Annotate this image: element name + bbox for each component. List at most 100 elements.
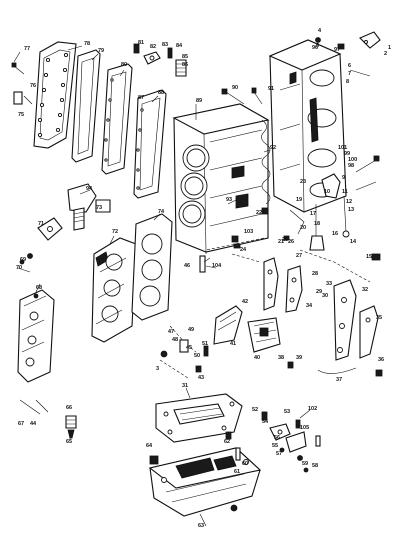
- callout-77: 77: [24, 46, 31, 52]
- callout-3: 3: [156, 366, 160, 372]
- callout-45: 45: [186, 345, 193, 351]
- callout-85: 85: [182, 54, 189, 60]
- callout-94: 94: [86, 186, 93, 192]
- callout-50: 50: [194, 353, 201, 359]
- callout-92: 92: [270, 145, 277, 151]
- callout-104: 104: [212, 263, 222, 269]
- callout-66: 66: [66, 405, 73, 411]
- callout-88: 88: [158, 90, 165, 96]
- callout-31: 31: [182, 383, 189, 389]
- callout-91: 91: [268, 86, 275, 92]
- callout-76: 76: [30, 83, 37, 89]
- callout-54: 54: [262, 419, 269, 425]
- callout-42: 42: [242, 299, 249, 305]
- callout-47: 47: [168, 329, 175, 335]
- callout-5: 5: [316, 43, 320, 49]
- callout-40: 40: [254, 355, 261, 361]
- drive-housing: [148, 431, 262, 517]
- callout-4: 4: [318, 28, 322, 34]
- callout-102: 102: [308, 406, 318, 412]
- callout-73: 73: [96, 205, 103, 211]
- callout-15: 15: [366, 254, 373, 260]
- callout-74: 74: [158, 209, 165, 215]
- callout-49: 49: [188, 327, 195, 333]
- bolts-top: [221, 31, 381, 191]
- callout-98: 98: [348, 163, 355, 169]
- callout-103: 103: [244, 229, 254, 235]
- callout-28: 28: [312, 271, 319, 277]
- callout-1: 1: [388, 45, 392, 51]
- callout-24: 24: [240, 247, 247, 253]
- callout-99: 99: [344, 151, 351, 157]
- callout-79: 79: [98, 48, 105, 54]
- callout-18: 18: [314, 221, 321, 227]
- leader-lines: [13, 45, 311, 527]
- callout-34: 34: [306, 303, 313, 309]
- callout-33: 33: [326, 281, 333, 287]
- callout-75: 75: [18, 112, 25, 118]
- callout-43: 43: [198, 375, 205, 381]
- studs: [199, 235, 241, 273]
- callout-32: 32: [362, 287, 369, 293]
- callout-9: 9: [342, 175, 346, 181]
- callout-80: 80: [121, 62, 128, 68]
- callout-101: 101: [338, 145, 348, 151]
- callout-38: 38: [278, 355, 285, 361]
- callout-56: 56: [274, 435, 281, 441]
- intake-parts: [213, 257, 383, 377]
- callout-65: 65: [66, 439, 73, 445]
- callout-44: 44: [30, 421, 37, 427]
- callout-48: 48: [172, 337, 179, 343]
- callout-55: 55: [272, 443, 279, 449]
- water-parts: [17, 183, 111, 273]
- callout-59: 59: [302, 461, 309, 467]
- callout-62: 62: [224, 439, 231, 445]
- callout-72: 72: [112, 229, 119, 235]
- callout-53: 53: [284, 409, 291, 415]
- callout-64: 64: [146, 443, 153, 449]
- callout-69: 69: [20, 257, 27, 263]
- callout-52: 52: [252, 407, 259, 413]
- callout-8: 8: [346, 79, 350, 85]
- callout-89: 89: [196, 98, 203, 104]
- callout-60: 60: [242, 461, 249, 467]
- small-hardware: [160, 339, 209, 373]
- callout-67: 67: [18, 421, 25, 427]
- shift-linkage: [261, 411, 321, 473]
- left-cover-plate: [17, 289, 77, 439]
- callout-63: 63: [198, 523, 205, 529]
- callout-10: 10: [324, 189, 331, 195]
- callout-84: 84: [176, 43, 183, 49]
- callout-96: 96: [312, 45, 319, 51]
- exhaust-cover-stack: [11, 41, 167, 199]
- thermostat-parts: [133, 43, 187, 77]
- callout-35: 35: [376, 315, 383, 321]
- callout-71: 71: [38, 221, 45, 227]
- callout-17: 17: [310, 211, 317, 217]
- callout-25: 25: [282, 237, 289, 243]
- callout-46: 46: [184, 263, 191, 269]
- callout-27: 27: [296, 253, 303, 259]
- callout-29: 29: [316, 289, 323, 295]
- callout-21: 21: [278, 239, 285, 245]
- callout-100: 100: [348, 157, 358, 163]
- guide-lines: [159, 237, 371, 379]
- callout-70: 70: [16, 265, 23, 271]
- adapter-plate: [155, 393, 243, 443]
- callout-14: 14: [350, 239, 357, 245]
- callout-2: 2: [384, 51, 388, 57]
- callout-26: 26: [288, 239, 295, 245]
- callout-68: 68: [36, 285, 43, 291]
- callout-78: 78: [84, 41, 91, 47]
- cylinder-block: [172, 103, 271, 253]
- callout-12: 12: [346, 199, 353, 205]
- cylinder-head: [91, 213, 173, 343]
- callout-61: 61: [234, 469, 241, 475]
- callout-11: 11: [342, 189, 348, 195]
- callout-19: 19: [296, 197, 303, 203]
- callout-81: 81: [138, 40, 145, 46]
- callout-20: 20: [300, 225, 307, 231]
- callout-7: 7: [348, 71, 352, 77]
